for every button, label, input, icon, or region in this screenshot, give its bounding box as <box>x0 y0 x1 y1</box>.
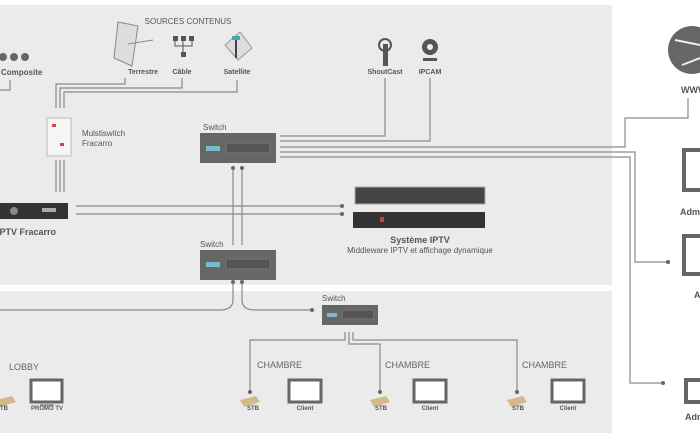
label-switch-2: Switch <box>200 240 224 249</box>
label-shoutcast: ShoutCast <box>367 69 403 76</box>
label-stb-3: STB <box>512 406 524 412</box>
tv-promo <box>29 378 64 406</box>
label-client-2: Client <box>421 406 439 412</box>
bottom-panel <box>0 291 612 433</box>
www-globe-icon <box>668 26 700 74</box>
switch-2 <box>200 250 276 280</box>
stb-chambre-group <box>240 378 586 407</box>
switch-1 <box>200 133 276 163</box>
cable-icon <box>173 36 194 57</box>
connection-lines <box>0 78 689 392</box>
label-admin-2: A <box>694 290 700 300</box>
label-stb-lobby: STB <box>0 406 8 412</box>
label-iptv-fracarro: IPTV Fracarro <box>0 227 57 237</box>
connector-dots <box>231 166 670 394</box>
label-chambre-2: CHAMBRE <box>385 360 431 370</box>
multiswitch-device <box>46 117 72 157</box>
switch-3 <box>322 305 378 325</box>
label-lobby: LOBBY <box>9 362 40 372</box>
ipcam-icon <box>422 39 438 61</box>
label-multiswitch-2: Fracarro <box>82 139 113 148</box>
satellite-icon <box>224 31 253 61</box>
label-client-1: Client <box>296 406 314 412</box>
label-stb-1: STB <box>247 406 259 412</box>
label-switch-1: Switch <box>203 123 227 132</box>
top-panel <box>0 5 612 285</box>
label-stb-2: STB <box>375 406 387 412</box>
label-cable: Câble <box>172 69 192 76</box>
label-chambre-3: CHAMBRE <box>522 360 568 370</box>
label-system-iptv: Système IPTV <box>390 235 450 245</box>
label-client-3: Client <box>559 406 577 412</box>
server-iptv <box>353 186 486 228</box>
label-www: WWW <box>681 85 700 95</box>
label-satellite: Satellite <box>223 69 251 76</box>
stb-lobby <box>0 396 16 407</box>
label-terrestre: Terrestre <box>128 69 158 76</box>
label-multiswitch-1: Mulstiswitch <box>82 129 126 138</box>
label-chambre-1: CHAMBRE <box>257 360 303 370</box>
label-ipcam: IPCAM <box>418 69 442 76</box>
shoutcast-icon <box>378 38 392 66</box>
iptv-fracarro-device <box>0 203 68 219</box>
composite-icon <box>0 53 29 61</box>
label-switch-3: Switch <box>322 294 346 303</box>
terrestre-antenna-icon <box>113 21 154 67</box>
sources-title: SOURCES CONTENUS <box>144 17 232 26</box>
label-admin-3: Adm <box>685 412 700 422</box>
label-promo-tv: PROMO TV <box>30 406 64 412</box>
label-system-subtitle: Middleware IPTV et affichage dynamique <box>347 246 493 255</box>
label-admin-1: Adm <box>680 207 700 217</box>
admin-monitors <box>682 148 700 404</box>
label-composite: Composite <box>1 68 43 77</box>
